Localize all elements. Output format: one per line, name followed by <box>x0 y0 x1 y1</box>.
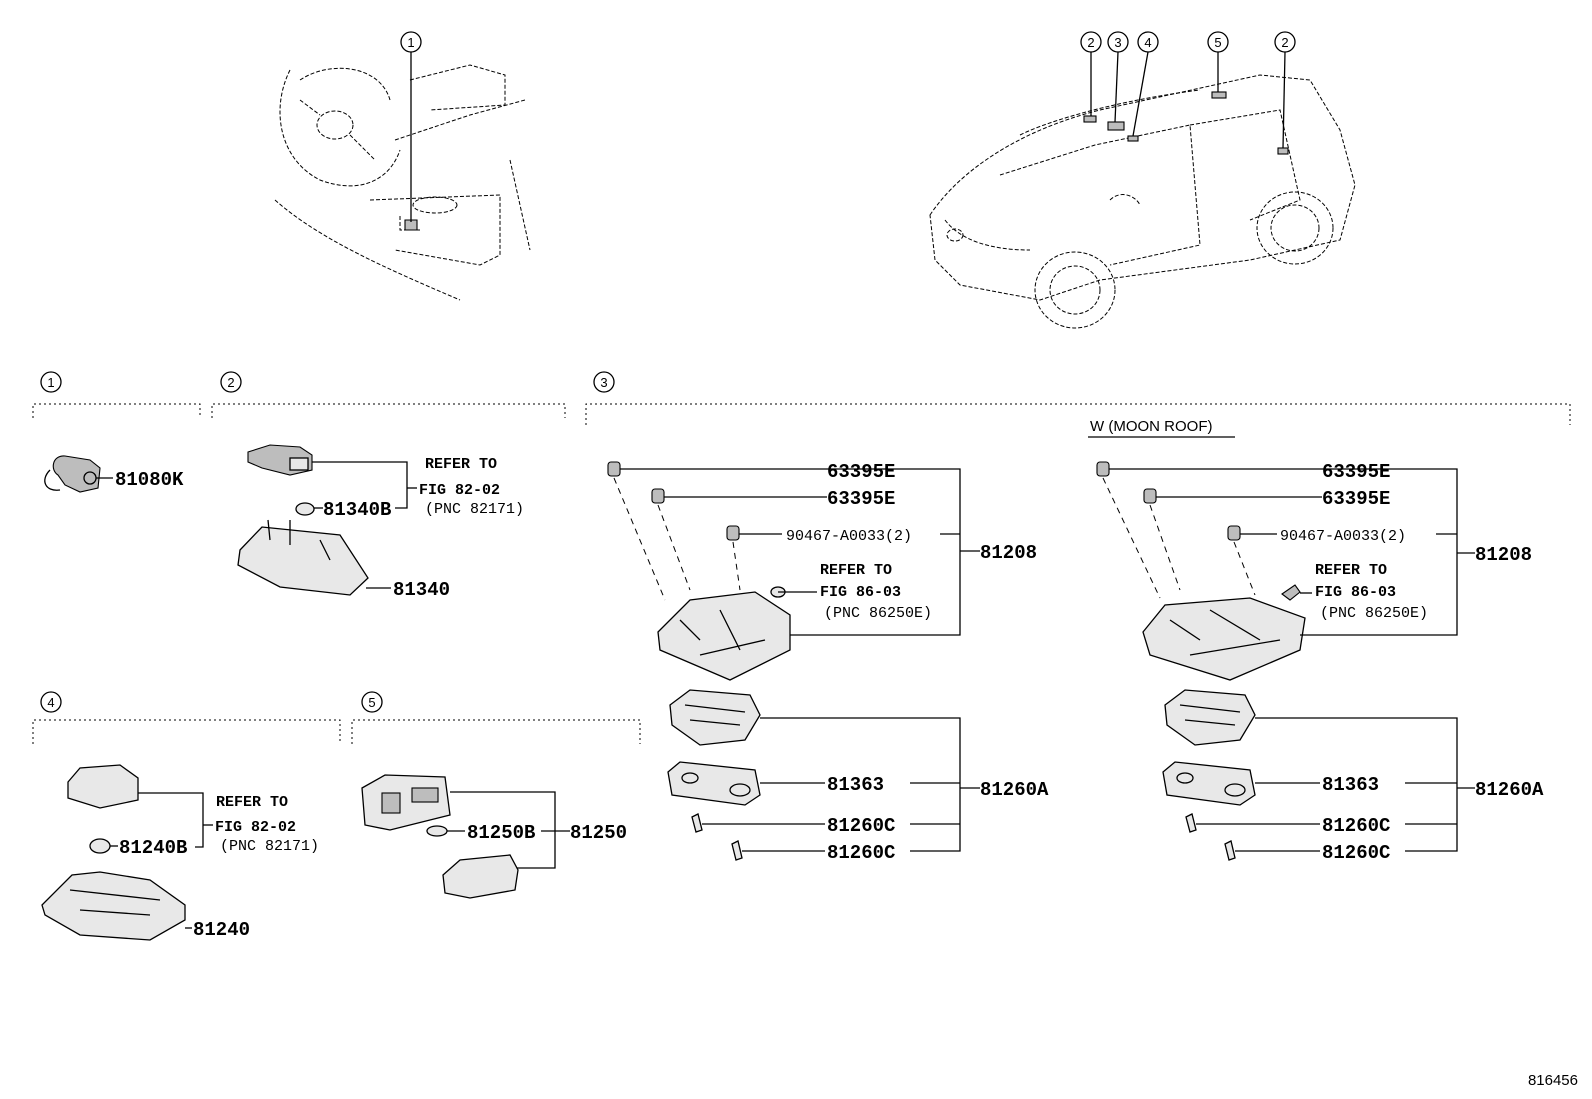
ref-fig-86-03-a: FIG 86-03 <box>820 584 901 601</box>
part-81208-b: 81208 <box>1475 544 1532 566</box>
interior-illustration <box>274 52 531 301</box>
section-2-number: 2 <box>227 375 234 390</box>
callout-1-top: 1 <box>400 31 422 53</box>
section-3-number: 3 <box>600 375 607 390</box>
svg-text:1: 1 <box>407 35 414 50</box>
ref-fig-82-02-a: FIG 82-02 <box>419 482 500 499</box>
callout-2-top-a: 2 <box>1080 31 1102 53</box>
ref-refer-to-c: REFER TO <box>820 562 892 579</box>
part-63395E-d: 63395E <box>1322 488 1390 510</box>
console-assembly-moonroof: 63395E 63395E 90467-A0033(2) 81208 REFER… <box>1096 461 1544 864</box>
section-3: 3 W (MOON ROOF) <box>585 371 1571 438</box>
part-81260C-b: 81260C <box>827 842 895 864</box>
part-81260C-c: 81260C <box>1322 815 1390 837</box>
part-81240: 81240 <box>193 919 250 941</box>
part-81080K: 81080K <box>115 469 184 491</box>
part-81260A-b: 81260A <box>1475 779 1544 801</box>
part-81260A-a: 81260A <box>980 779 1049 801</box>
part-81340B: 81340B <box>323 499 391 521</box>
part-81260C-d: 81260C <box>1322 842 1390 864</box>
moonroof-caption: W (MOON ROOF) <box>1090 418 1212 435</box>
section-4-number: 4 <box>47 695 54 710</box>
ref-pnc-82171-b: (PNC 82171) <box>220 838 319 855</box>
svg-text:2: 2 <box>1281 35 1288 50</box>
ref-refer-to-b: REFER TO <box>216 794 288 811</box>
ref-fig-86-03-b: FIG 86-03 <box>1315 584 1396 601</box>
part-90467: 90467-A0033(2) <box>786 528 912 545</box>
part-81208: 81208 <box>980 542 1037 564</box>
figure-id: 816456 <box>1528 1072 1578 1089</box>
part-81340: 81340 <box>393 579 450 601</box>
part-63395E-c: 63395E <box>1322 461 1390 483</box>
section-5-number: 5 <box>368 695 375 710</box>
callout-2-top-b: 4 <box>1137 31 1159 53</box>
part-81363-a: 81363 <box>827 774 884 796</box>
section-5: 5 81250B 81250 <box>351 691 641 899</box>
part-81240B: 81240B <box>119 837 187 859</box>
callout-4-top: 5 <box>1207 31 1229 53</box>
callout-5-top: 2 <box>1274 31 1296 53</box>
part-63395E-b: 63395E <box>827 488 895 510</box>
ref-fig-82-02-b: FIG 82-02 <box>215 819 296 836</box>
vehicle-illustration <box>929 51 1356 329</box>
part-81260C-a: 81260C <box>827 815 895 837</box>
callout-3-top: 3 <box>1107 31 1129 53</box>
part-90467-b: 90467-A0033(2) <box>1280 528 1406 545</box>
ref-refer-to-d: REFER TO <box>1315 562 1387 579</box>
ref-pnc-82171-a: (PNC 82171) <box>425 501 524 518</box>
section-1-number: 1 <box>47 375 54 390</box>
svg-text:5: 5 <box>1214 35 1221 50</box>
section-2: 2 81340B REFER TO FIG 82-02 (PNC 82171) … <box>211 371 566 601</box>
section-1: 1 81080K <box>32 371 201 493</box>
part-81250: 81250 <box>570 822 627 844</box>
part-81250B: 81250B <box>467 822 535 844</box>
ref-refer-to-a: REFER TO <box>425 456 497 473</box>
ref-pnc-86250E-b: (PNC 86250E) <box>1320 605 1428 622</box>
part-63395E-a: 63395E <box>827 461 895 483</box>
ref-pnc-86250E-a: (PNC 86250E) <box>824 605 932 622</box>
console-assembly-standard: 63395E 63395E 90467-A0033(2) 81208 REFER… <box>607 461 1049 864</box>
part-81363-b: 81363 <box>1322 774 1379 796</box>
svg-text:4: 4 <box>1144 35 1151 50</box>
section-4: 4 81240B REFER TO FIG 82-02 (PNC 82171) … <box>32 691 341 941</box>
svg-text:2: 2 <box>1087 35 1094 50</box>
svg-text:3: 3 <box>1114 35 1121 50</box>
